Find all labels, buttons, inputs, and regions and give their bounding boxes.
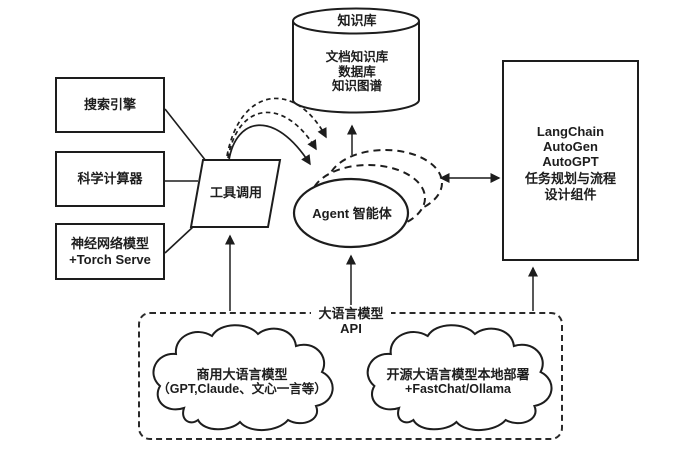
connector-nn-to-toolcall (164, 225, 195, 254)
knowledge-base-title: 知识库 (337, 13, 377, 28)
agent-ellipse-stack (292, 149, 443, 249)
curved-arrow-solid (228, 124, 311, 166)
framework-description-line: 设计组件 (544, 186, 597, 202)
tool-call-parallelogram (189, 159, 282, 228)
knowledge-base-item: 数据库 (338, 64, 376, 79)
llm-api-label-line1: 大语言模型 (318, 306, 384, 321)
commercial-llm-cloud (152, 324, 334, 431)
knowledge-base-item: 知识图谱 (331, 79, 382, 93)
knowledge-base-items: 文档知识库 数据库 知识图谱 (294, 50, 420, 94)
llm-api-label-line2: API (340, 321, 362, 336)
open-source-llm-cloud (366, 324, 553, 431)
framework-item: LangChain (536, 124, 605, 139)
knowledge-base-cylinder (292, 7, 420, 114)
framework-description-line: 任务规划与流程 (524, 171, 616, 186)
tool-box-scientific-calculator: 科学计算器 (55, 151, 165, 207)
commercial-llm-line1: 商用大语言模型 (196, 367, 288, 382)
framework-box (502, 60, 639, 261)
agent-ellipse (292, 177, 410, 249)
llm-api-label: 大语言模型 API (311, 306, 391, 336)
tool-box-label: 神经网络模型 (70, 235, 149, 251)
open-source-llm-line1: 开源大语言模型本地部署 (386, 367, 530, 382)
curved-arrow-dashed-1 (227, 111, 317, 159)
tool-call-curved-arrows (226, 97, 327, 166)
tool-box-search-engine: 搜索引擎 (55, 77, 165, 133)
curved-arrow-dashed-2 (226, 97, 327, 157)
agent-label: Agent 智能体 (312, 206, 392, 221)
connector-search-to-toolcall (164, 108, 207, 162)
commercial-llm-cloud-text: 商用大语言模型 （GPT,Claude、文心一言等） (150, 367, 334, 397)
framework-list: LangChain AutoGen AutoGPT (502, 124, 639, 169)
tool-box-label: 搜索引擎 (83, 97, 136, 112)
tool-box-sublabel: +Torch Serve (69, 251, 151, 267)
tool-call-label: 工具调用 (209, 185, 262, 200)
framework-item: AutoGen (543, 139, 598, 154)
llm-clouds (152, 324, 553, 431)
straight-arrows (225, 124, 538, 311)
commercial-llm-line2: （GPT,Claude、文心一言等） (157, 382, 327, 396)
open-source-llm-line2: +FastChat/Ollama (405, 382, 511, 396)
open-source-llm-cloud-text: 开源大语言模型本地部署 +FastChat/Ollama (358, 367, 558, 397)
framework-item: AutoGPT (542, 154, 599, 169)
tool-connector-lines (164, 108, 207, 254)
framework-description: 任务规划与流程 设计组件 (502, 171, 639, 202)
tool-box-neural-network-model: 神经网络模型 +Torch Serve (55, 223, 165, 280)
knowledge-base-item: 文档知识库 (325, 50, 389, 64)
tool-box-label: 科学计算器 (77, 171, 143, 186)
